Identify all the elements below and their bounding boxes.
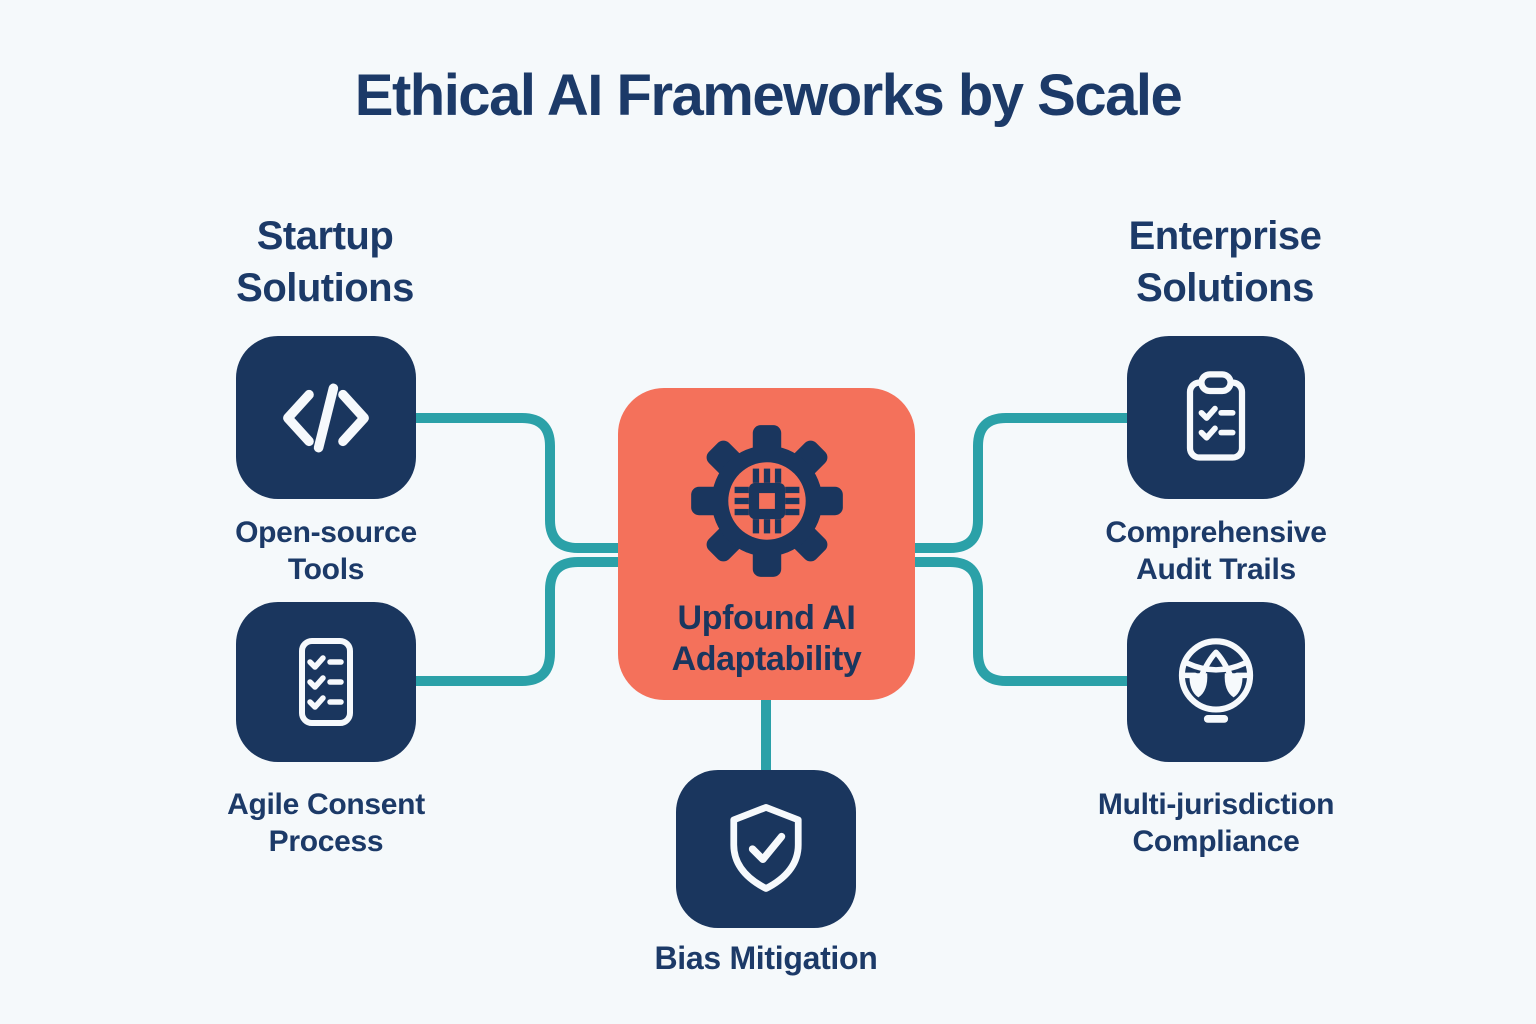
node-open-source-tools [236, 336, 416, 499]
comprehensive-audit-trails-label: Comprehensive Audit Trails [1105, 516, 1327, 586]
gear-chip-icon [690, 425, 843, 577]
node-comprehensive-audit-trails [1127, 336, 1305, 499]
startup-solutions-heading: Startup Solutions [236, 214, 414, 310]
node-multi-jurisdiction-compliance [1127, 602, 1305, 762]
connector-agile-to-center [412, 557, 624, 686]
center-node-label-line1: Upfound AI [677, 599, 856, 637]
agile-consent-process-label: Agile Consent Process [227, 788, 425, 858]
center-node-label: Upfound AI Adaptability [672, 598, 862, 680]
node-upfound-ai-adaptability: Upfound AI Adaptability [618, 388, 915, 700]
enterprise-solutions-heading: Enterprise Solutions [1128, 214, 1322, 310]
open-source-tools-label: Open-source Tools [235, 516, 417, 586]
clipboard-check-icon [1186, 370, 1246, 461]
center-node-label-line2: Adaptability [671, 640, 862, 678]
code-icon [283, 383, 369, 452]
connector-center-to-audit [910, 413, 1131, 553]
checklist-icon [299, 638, 353, 726]
node-agile-consent-process [236, 602, 416, 762]
bias-mitigation-label: Bias Mitigation [654, 940, 878, 976]
node-bias-mitigation [676, 770, 856, 928]
connector-center-to-multi [910, 557, 1131, 686]
shield-check-icon [730, 804, 802, 892]
multi-jurisdiction-compliance-label: Multi-jurisdiction Compliance [1097, 788, 1335, 858]
globe-scales-icon [1178, 638, 1254, 723]
connector-open-source-to-center [412, 413, 624, 553]
page-title: Ethical AI Frameworks by Scale [354, 63, 1183, 128]
